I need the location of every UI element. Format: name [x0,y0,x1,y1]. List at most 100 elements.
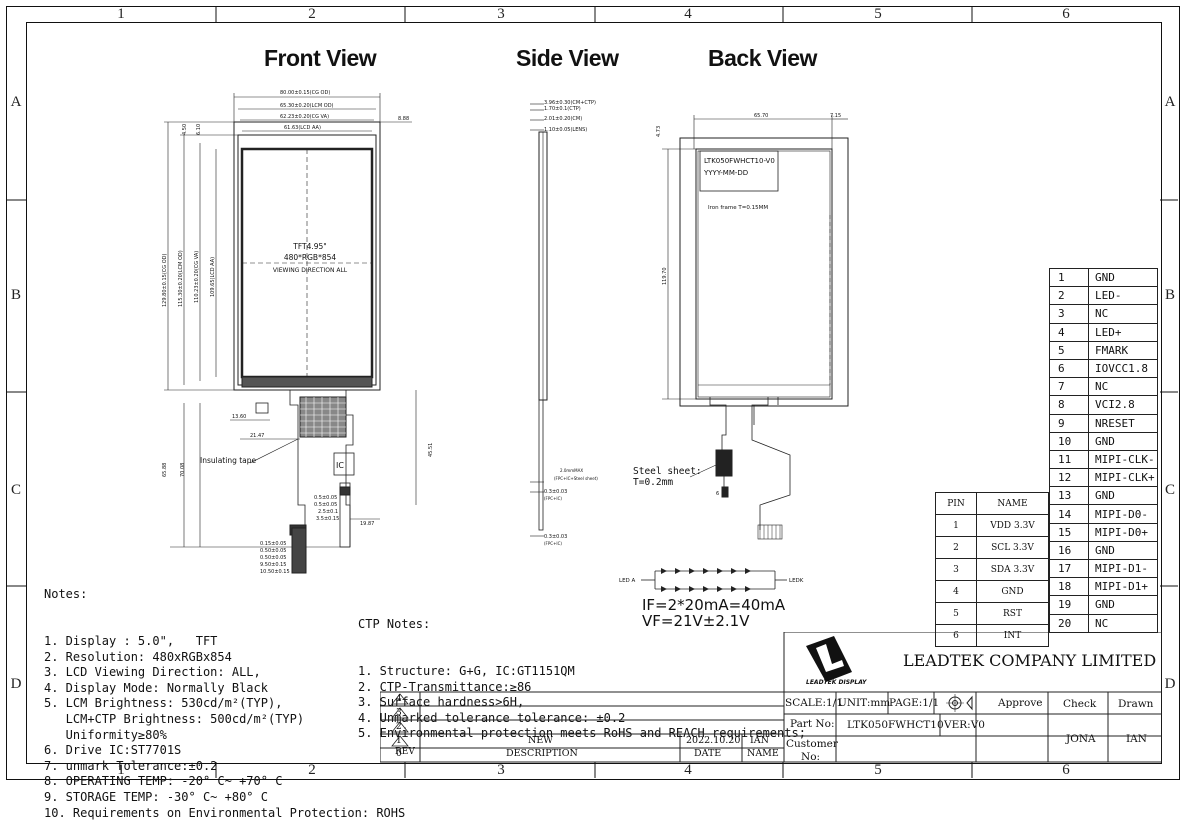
side-dim-low: 0.3±0.03 [544,534,567,540]
check-name: JONA [1066,733,1096,745]
dim-left-lcd-aa: 109.65(LCD AA) [210,257,216,297]
drawing-frame-outer [6,6,1180,780]
zone-col-6-top: 6 [1062,6,1070,22]
ctp-pin-number: 3 [935,558,977,581]
zone-row-b-right: B [1164,287,1175,303]
pin-name: MIPI-D1+ [1088,577,1158,597]
drawn-label: Drawn [1118,698,1154,710]
part-no-value: LTK050FWHCT10 [847,719,944,731]
zone-col-1-bottom: 1 [117,762,125,778]
name-header: NAME [747,748,779,759]
logo-text: LEADTEK DISPLAY [806,679,867,686]
pin-name: GND [1088,540,1158,561]
side-dim-low-desc: (FPC+IC) [544,541,562,546]
approve-label: Approve [998,697,1043,709]
pin-name: NC [1088,613,1158,633]
pin-number: 9 [1049,413,1089,433]
ctp-pin-number: 5 [935,602,977,625]
scale-label: SCALE:1/1 [785,697,843,709]
steel-sheet-title: Steel sheet: [633,466,702,477]
drawn-name: IAN [1126,733,1147,745]
pin-name: NC [1088,377,1158,397]
zone-col-6-bottom: 6 [1062,762,1070,778]
pin-name: MIPI-D0- [1088,504,1158,524]
pin-number: 10 [1049,431,1089,451]
note-item: 10. Requirements on Environmental Protec… [44,805,406,820]
side-dim-mid-desc: (FPC+IC) [544,496,562,501]
back-dim-width: 65.70 [754,113,768,119]
pin-name: GND [1088,595,1158,615]
rev-4: 4 [396,694,402,704]
page-label: PAGE:1/1 [889,697,940,709]
ctp-pin-name: INT [976,624,1049,647]
back-iron-frame: Iron frame T=0.15MM [708,205,768,211]
dim-65-88: 65.88 [162,463,168,477]
pin-number: 14 [1049,504,1089,524]
dim-bottom-4: 9.50±0.15 [260,562,286,568]
pin-number: 16 [1049,540,1089,561]
side-dim-total: 3.96±0.30(CM+CTP) [544,100,596,106]
led-anode-label: LED A [619,578,636,584]
note-item: 6. Drive IC:ST7701S [44,743,182,758]
ctp-note-item: 5. Environmental protection meets RoHS a… [358,726,806,741]
customer-label: Customer [786,738,838,750]
desc-header: DESCRIPTION [506,748,578,759]
led-cathode-label: LEDK [789,578,804,584]
pin-name: FMARK [1088,340,1158,360]
side-dim-lens: 1.10±0.05(LENS) [544,127,587,133]
steel-sheet-thickness: T=0.2mm [633,477,674,488]
drawing-frame-inner [26,22,1162,764]
side-view-drawing: 3.96±0.30(CM+CTP) 1.70±0.1(CTP) 2.01±0.2… [530,100,598,546]
ctp-note-item: 4. Unmarked tolerance tolerance: ±0.2 [358,710,626,725]
zone-col-4-bottom: 4 [684,762,692,778]
led-specs: IF=2*20mA=40mA VF=21V±2.1V [642,597,785,629]
pin-name: MIPI-D0+ [1088,522,1158,542]
panel-viewing: VIEWING DIRECTION ALL [273,267,348,274]
dim-lcm-od: 65.30±0.20(LCM OD) [280,103,334,109]
dim-pin-1: 0.5±0.05 [314,495,337,501]
dim-cg-od: 80.00±0.15(CG OD) [280,90,330,96]
led-forward-voltage: VF=21V±2.1V [642,612,750,630]
dim-pin-3: 2.5±0.1 [318,509,338,515]
dim-45-51: 45.51 [428,443,434,457]
note-item: 1. Display : 5.0", TFT [44,633,218,648]
note-item: 2. Resolution: 480xRGBx854 [44,649,232,664]
company-name: LEADTEK COMPANY LIMITED [903,651,1157,670]
note-item: 3. LCD Viewing Direction: ALL, [44,665,261,680]
dim-pin-4: 3.5±0.15 [316,516,339,522]
leadtek-logo [806,636,852,682]
zone-col-3-top: 3 [497,6,505,22]
back-view-title: Back View [708,45,817,71]
zone-col-4-top: 4 [684,6,692,22]
note-item: 7. unmark Tolerance:±0.2 [44,758,218,773]
side-dim-cm: 2.01±0.20(CM) [544,116,582,122]
notes-title: Notes: [44,587,88,602]
dim-pin-2: 0.5±0.05 [314,502,337,508]
dim-21-47: 21.47 [250,433,264,439]
pin-name: VCI2.8 [1088,395,1158,415]
ctp-note-item: 1. Structure: G+G, IC:GT1151QM [358,663,575,678]
ctp-pin-number: 1 [935,514,977,537]
back-label-date: YYYY-MM-DD [703,169,748,177]
back-dim-top: 4.73 [656,126,662,137]
dim-bottom-1: 0.15±0.05 [260,541,286,547]
note-item: 4. Display Mode: Normally Black [44,680,268,695]
pin-number: 8 [1049,395,1089,415]
note-item: 5. LCM Brightness: 530cd/m²(TYP), [44,696,283,711]
